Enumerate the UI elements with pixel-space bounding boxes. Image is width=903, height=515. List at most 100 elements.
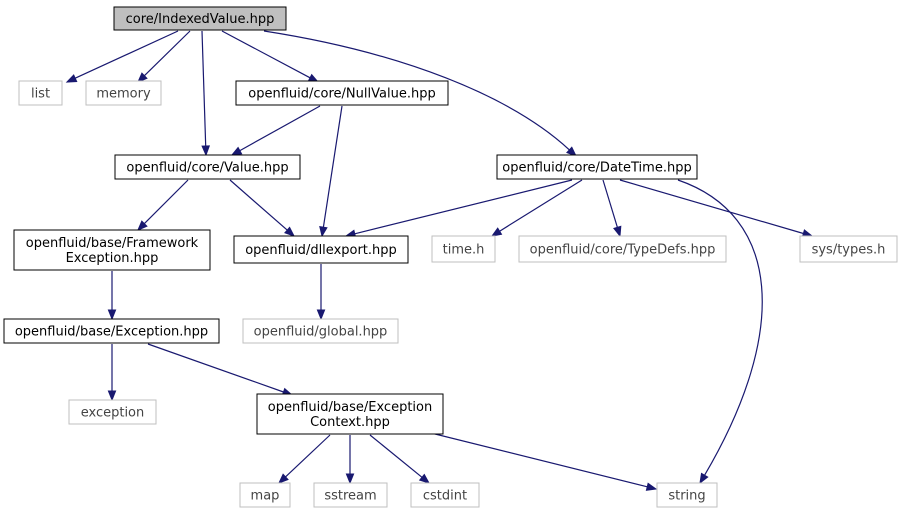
edge-date-time-to-typedefs [602,179,622,238]
edge-indexed-value-to-memory [137,30,191,83]
edge-line [263,30,570,151]
node-box [114,154,301,180]
node-box [233,235,409,264]
node-typedefs: openfluid/core/TypeDefs.hpp [518,235,727,263]
node-label: sstream [324,489,376,504]
node-label: openfluid/base/Exception [268,400,432,415]
edge-line [369,434,423,478]
node-box [85,80,162,106]
edge-exception-context-to-string [430,432,658,491]
node-box [256,393,444,435]
node-cstdint: cstdint [410,482,480,508]
edge-arrowhead [137,72,148,83]
node-time-h: time.h [431,235,496,263]
edge-line [229,179,288,231]
node-label: memory [96,87,151,102]
edge-arrowhead [319,225,328,238]
edge-exception-hpp-to-exception [107,344,117,402]
node-box [68,399,157,425]
edge-line [354,179,573,235]
edge-line [499,179,583,232]
edge-line [221,30,311,79]
edge-dllexport-to-global [316,264,326,321]
edge-arrowhead [566,146,577,157]
node-box [496,154,698,180]
edge-null-value-to-value [230,105,321,156]
node-box [799,235,898,263]
node-box [313,482,388,508]
edge-line [285,434,331,478]
node-box [431,235,496,263]
edge-arrowhead [699,472,709,485]
edges-layer [65,30,814,491]
nodes-layer: core/IndexedValue.hpp list memory openfluid… [3,6,898,508]
node-box [518,235,727,263]
node-label: openfluid/global.hpp [254,325,388,340]
edge-exception-hpp-to-exception-context [147,343,294,396]
edge-indexed-value-to-null-value [221,30,320,83]
edge-arrowhead [201,145,211,157]
node-list: list [18,80,63,106]
edge-indexed-value-to-date-time [263,30,577,157]
node-label: cstdint [423,489,467,504]
node-label: openfluid/base/Framework [26,236,199,251]
node-label: Exception.hpp [66,251,159,266]
edge-arrowhead [345,473,355,485]
node-null-value[interactable]: openfluid/core/NullValue.hpp [235,80,449,106]
node-box [239,482,291,508]
node-label: string [668,489,705,504]
node-box [242,318,399,344]
edge-date-time-to-sys-types [619,179,814,238]
edge-exception-context-to-cstdint [369,434,431,484]
edge-line [201,30,207,147]
node-label: core/IndexedValue.hpp [126,12,275,27]
node-label: openfluid/dllexport.hpp [245,243,397,258]
node-date-time[interactable]: openfluid/core/DateTime.hpp [496,154,698,180]
edge-arrowhead [230,146,243,156]
node-label: openfluid/core/TypeDefs.hpp [530,243,716,258]
node-exception-hpp[interactable]: openfluid/base/Exception.hpp [3,318,220,344]
edge-arrowhead [645,482,658,491]
edge-line [74,30,179,79]
node-label: openfluid/base/Exception.hpp [15,325,208,340]
edge-date-time-to-time-h [490,179,583,237]
node-label: exception [81,406,145,421]
node-dllexport[interactable]: openfluid/dllexport.hpp [233,235,409,264]
edge-arrowhead [284,226,296,237]
node-memory: memory [85,80,162,106]
edge-line [619,179,804,235]
edge-line [430,432,648,488]
edge-value-to-framework-exception [137,179,189,231]
node-box [235,80,449,106]
node-box [13,229,211,271]
node-label: openfluid/core/DateTime.hpp [502,161,691,176]
edge-line [322,105,343,228]
edge-line [239,105,321,152]
edge-arrowhead [418,473,431,484]
edge-arrowhead [490,227,503,237]
edge-line [602,179,618,228]
node-sstream: sstream [313,482,388,508]
node-sys-types: sys/types.h [799,235,898,263]
edge-exception-context-to-map [278,434,331,484]
node-global: openfluid/global.hpp [242,318,399,344]
node-box [656,482,718,508]
node-label: Context.hpp [310,415,390,430]
edge-framework-exception-to-exception-hpp [107,271,117,321]
node-box [18,80,63,106]
node-indexed-value[interactable]: core/IndexedValue.hpp [113,6,287,31]
node-label: map [251,489,280,504]
edge-arrowhead [107,309,117,321]
node-box [410,482,480,508]
edge-date-time-to-string [677,179,763,485]
edge-date-time-to-dllexport [344,179,573,238]
node-exception: exception [68,399,157,425]
edge-indexed-value-to-list [65,30,179,83]
edge-line [677,179,763,476]
edge-line [143,30,191,77]
node-label: openfluid/core/NullValue.hpp [248,87,435,102]
node-value[interactable]: openfluid/core/Value.hpp [114,154,301,180]
